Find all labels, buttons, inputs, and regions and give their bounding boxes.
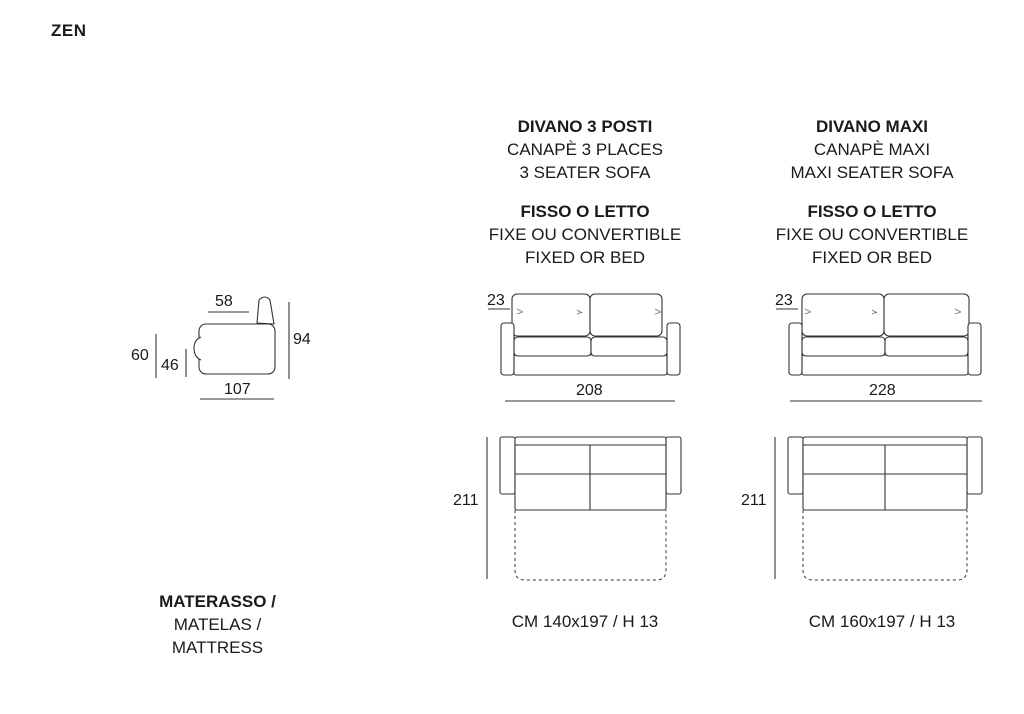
type-it: FISSO O LETTO xyxy=(520,202,650,221)
dim-total-height: 94 xyxy=(293,331,311,348)
side-seat xyxy=(198,323,276,375)
back-cushion-right xyxy=(883,293,970,337)
seat-cushion-left xyxy=(513,336,592,357)
type-fr: FIXE OU CONVERTIBLE xyxy=(775,225,969,244)
back-cushion-left xyxy=(801,293,885,337)
dim-seat-depth: 58 xyxy=(215,293,233,310)
side-backrest xyxy=(256,296,275,325)
type-fr: FIXE OU CONVERTIBLE xyxy=(488,225,682,244)
seat-cushion-right xyxy=(590,336,668,357)
sofa-maxi-front xyxy=(776,293,982,402)
title-it: DIVANO MAXI xyxy=(815,117,929,136)
dim-open-depth-3-seater: 211 xyxy=(453,492,479,509)
top-armrest-right xyxy=(665,436,682,495)
title-fr: CANAPÈ 3 PLACES xyxy=(507,140,663,159)
mattress-label-fr: MATELAS / xyxy=(173,615,262,634)
dim-armrest-maxi: 23 xyxy=(775,292,793,309)
seat-cushion-left xyxy=(801,336,886,357)
top-armrest-right xyxy=(966,436,983,495)
sofa-base xyxy=(801,354,969,376)
sofa-base xyxy=(513,354,668,376)
brand-title: ZEN xyxy=(51,21,87,40)
top-armrest-left xyxy=(787,436,804,495)
dim-width-3-seater: 208 xyxy=(576,382,603,399)
seat-cushion-right xyxy=(884,336,969,357)
armrest-right xyxy=(967,322,982,376)
dim-seat-height: 46 xyxy=(161,357,179,374)
cushion-folds xyxy=(516,308,662,315)
dim-armrest-3-seater: 23 xyxy=(487,292,505,309)
dim-arm-height: 60 xyxy=(131,347,149,364)
type-en: FIXED OR BED xyxy=(525,248,645,267)
bed-extension-outline xyxy=(514,510,667,581)
title-en: MAXI SEATER SOFA xyxy=(790,163,954,182)
back-cushion-left xyxy=(511,293,591,337)
side-view-drawing xyxy=(155,296,290,400)
sofa-maxi-top xyxy=(774,436,983,581)
top-armrest-left xyxy=(499,436,516,495)
armrest-left xyxy=(500,322,515,376)
bed-extension-outline xyxy=(802,510,968,581)
type-it: FISSO O LETTO xyxy=(807,202,937,221)
column-title-maxi: DIVANO MAXI CANAPÈ MAXI MAXI SEATER SOFA… xyxy=(757,115,987,269)
dim-width-maxi: 228 xyxy=(869,382,896,399)
cushion-folds xyxy=(804,308,962,315)
side-arm-cushion xyxy=(193,336,202,361)
title-fr: CANAPÈ MAXI xyxy=(813,140,931,159)
mattress-size-maxi: CM 160x197 / H 13 xyxy=(808,612,956,631)
sofa-3-seater-front xyxy=(488,293,681,402)
dim-total-depth: 107 xyxy=(224,381,251,398)
sofa-3-seater-top xyxy=(486,436,682,581)
back-cushion-right xyxy=(589,293,663,337)
armrest-left xyxy=(788,322,803,376)
mattress-label-it: MATERASSO / xyxy=(159,592,276,611)
mattress-label: MATERASSO / MATELAS / MATTRESS xyxy=(120,590,315,659)
armrest-right xyxy=(666,322,681,376)
dim-open-depth-maxi: 211 xyxy=(741,492,767,509)
mattress-label-en: MATTRESS xyxy=(171,638,264,657)
title-it: DIVANO 3 POSTI xyxy=(517,117,653,136)
column-title-3-seater: DIVANO 3 POSTI CANAPÈ 3 PLACES 3 SEATER … xyxy=(470,115,700,269)
mattress-size-3-seater: CM 140x197 / H 13 xyxy=(511,612,659,631)
type-en: FIXED OR BED xyxy=(812,248,932,267)
title-en: 3 SEATER SOFA xyxy=(519,163,651,182)
